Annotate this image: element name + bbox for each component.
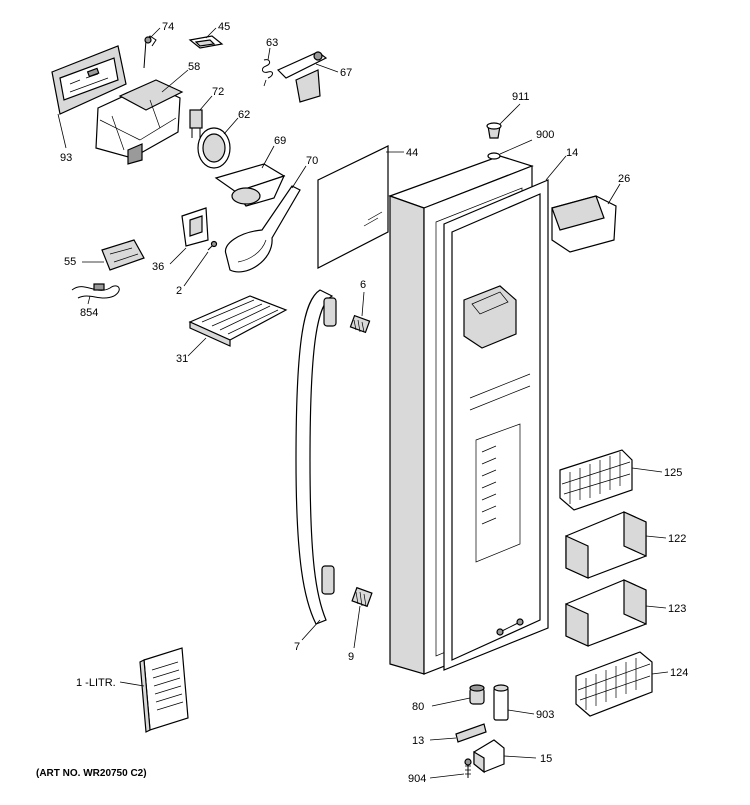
part-123-shelf-bin xyxy=(565,579,647,647)
callout-15: 15 xyxy=(540,753,552,765)
part-55-control-board xyxy=(101,239,145,271)
part-14-gasket xyxy=(443,179,549,671)
callout-13: 13 xyxy=(412,735,424,747)
callout-labels: 74 45 63 67 58 72 62 93 69 70 911 900 44… xyxy=(60,21,688,785)
part-904-screw xyxy=(464,758,472,778)
part-125-wire-basket xyxy=(559,449,633,511)
callout-44: 44 xyxy=(406,147,418,159)
leader-lines xyxy=(57,27,669,779)
callout-122: 122 xyxy=(668,533,686,545)
callout-80: 80 xyxy=(412,701,424,713)
callout-9: 9 xyxy=(348,651,354,663)
callout-1-litr: 1 -LITR. xyxy=(76,677,116,689)
callout-69: 69 xyxy=(274,135,286,147)
part-9-handle-screw xyxy=(351,586,373,608)
callout-14: 14 xyxy=(566,147,578,159)
part-911-cap xyxy=(486,122,502,139)
callout-854: 854 xyxy=(80,307,98,319)
callout-124: 124 xyxy=(670,667,688,679)
part-13-plate xyxy=(455,723,487,743)
part-62-solenoid xyxy=(197,127,231,169)
part-7-handle xyxy=(295,289,337,625)
part-124-wire-basket xyxy=(575,651,653,717)
part-1-litr-literature xyxy=(139,647,189,733)
callout-74: 74 xyxy=(162,21,174,33)
callout-72: 72 xyxy=(212,86,224,98)
callout-62: 62 xyxy=(238,109,250,121)
callout-2: 2 xyxy=(176,285,182,297)
art-number: (ART NO. WR20750 C2) xyxy=(36,768,147,779)
part-69-chute-housing xyxy=(214,163,286,207)
part-6-handle-screw xyxy=(349,314,371,334)
callout-123: 123 xyxy=(668,603,686,615)
part-80-connector xyxy=(469,684,485,705)
part-15-hinge-cover xyxy=(473,739,505,774)
callout-67: 67 xyxy=(340,67,352,79)
part-122-shelf-bin xyxy=(565,511,647,579)
callout-903: 903 xyxy=(536,709,554,721)
callout-7: 7 xyxy=(294,641,300,653)
part-63-spring xyxy=(261,59,273,87)
callout-26: 26 xyxy=(618,173,630,185)
part-854-wire-harness xyxy=(71,283,120,299)
door-liner xyxy=(463,285,531,636)
callout-125: 125 xyxy=(664,467,682,479)
callout-58: 58 xyxy=(188,61,200,73)
callout-93: 93 xyxy=(60,152,72,164)
callout-6: 6 xyxy=(360,279,366,291)
part-72-switch xyxy=(189,109,203,138)
part-903-tube xyxy=(493,684,509,721)
part-900-plug xyxy=(487,152,501,160)
part-93-control-panel xyxy=(51,45,127,115)
callout-63: 63 xyxy=(266,37,278,49)
callout-911: 911 xyxy=(512,91,530,103)
part-31-drip-grille xyxy=(188,295,288,347)
callout-31: 31 xyxy=(176,353,188,365)
part-58-dispenser-housing xyxy=(95,79,184,165)
part-44-glass-panel xyxy=(317,145,389,269)
part-36-actuator-bracket xyxy=(181,207,209,247)
callout-45: 45 xyxy=(218,21,230,33)
part-70-chute xyxy=(224,185,301,273)
part-2-screw xyxy=(207,240,218,251)
part-67-damper-door xyxy=(276,51,328,103)
part-45-bracket xyxy=(188,35,224,49)
part-74-wire-clip xyxy=(143,35,157,69)
part-26-bin xyxy=(551,195,617,253)
callout-70: 70 xyxy=(306,155,318,167)
callout-36: 36 xyxy=(152,261,164,273)
callout-904: 904 xyxy=(408,773,426,785)
callout-55: 55 xyxy=(64,256,76,268)
callout-900: 900 xyxy=(536,129,554,141)
